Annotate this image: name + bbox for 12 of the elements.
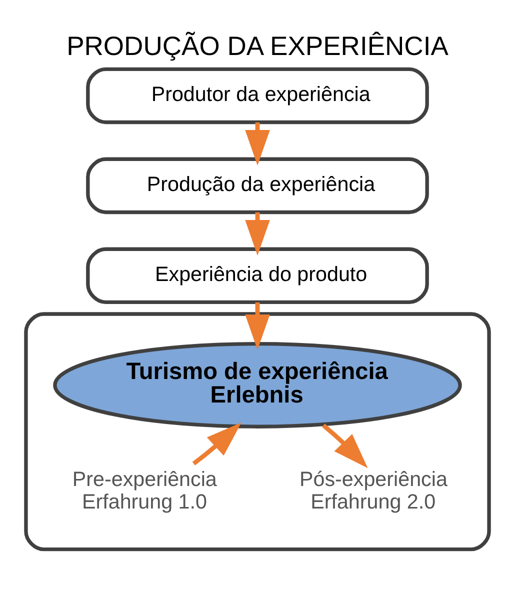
diagram-title: PRODUÇÃO DA EXPERIÊNCIA	[66, 31, 448, 62]
node-text: Pós-experiência Erfahrung 2.0	[300, 468, 448, 514]
arrow	[245, 122, 270, 166]
arrow	[245, 302, 270, 350]
arrow	[192, 422, 242, 466]
node-box: Produtor da experiência	[86, 67, 429, 124]
node-text: Pre-experiência Erfahrung 1.0	[72, 468, 217, 514]
arrow	[322, 424, 368, 468]
arrow	[245, 212, 270, 256]
node-box: Experiência do produto	[86, 247, 429, 304]
node-ellipse: Turismo de experiência Erlebnis	[53, 342, 462, 428]
node-box: Produção da experiência	[86, 157, 429, 214]
